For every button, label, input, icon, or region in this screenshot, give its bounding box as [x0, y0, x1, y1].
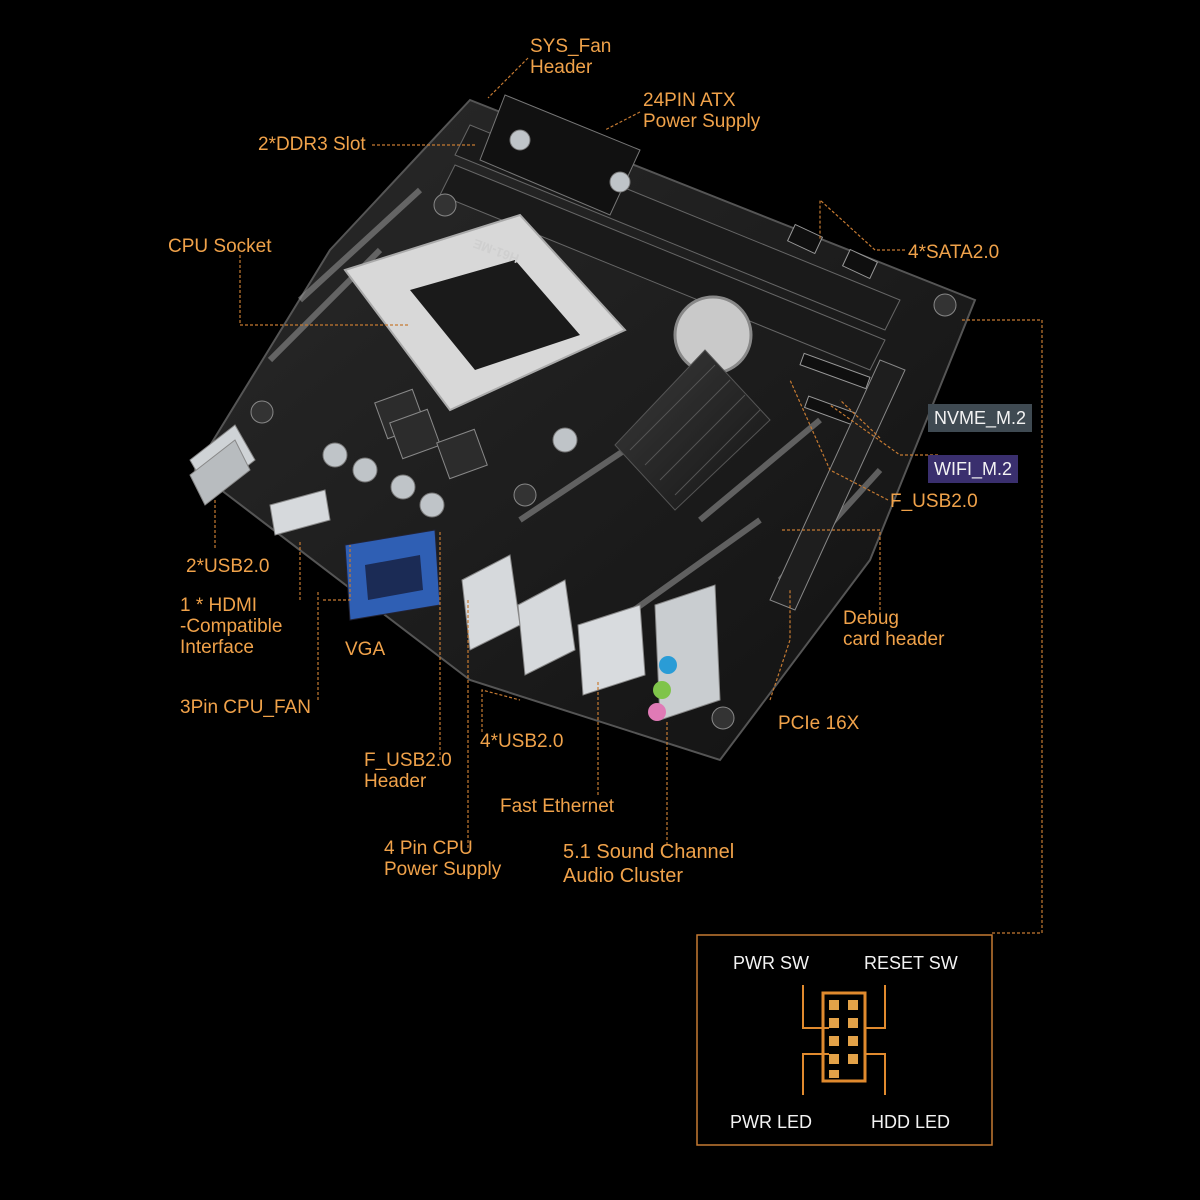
label-nvme: NVME_M.2	[928, 404, 1033, 432]
rear-hdmi	[269, 489, 331, 536]
label-sata: 4*SATA2.0	[908, 242, 1000, 263]
fp-hdd-led: HDD LED	[871, 1112, 951, 1132]
capacitors	[322, 129, 631, 518]
rear-usb-left	[189, 424, 256, 506]
label-ethernet: Fast Ethernet	[500, 796, 615, 817]
label-cpu-socket: CPU Socket	[168, 236, 272, 257]
leader-lines	[214, 57, 1043, 934]
label-sys-fan: SYS_Fan Header	[530, 36, 612, 78]
label-vga: VGA	[345, 639, 386, 660]
sata-ports	[786, 223, 879, 280]
front-panel-wires	[802, 985, 886, 1095]
front-panel-header	[821, 991, 867, 1083]
label-cpu-power: 4 Pin CPU Power Supply	[384, 838, 502, 880]
label-audio: 5.1 Sound Channel Audio Cluster	[563, 841, 735, 887]
label-pcie: PCIe 16X	[778, 713, 860, 734]
label-cpu-fan: 3Pin CPU_FAN	[180, 697, 311, 718]
rear-ethernet	[577, 604, 646, 696]
rear-audio	[648, 584, 721, 721]
label-atx24: 24PIN ATX Power Supply	[643, 90, 761, 132]
label-f-usb-right: F_USB2.0	[890, 491, 978, 512]
fp-pwr-sw: PWR SW	[733, 953, 809, 973]
label-ddr3: 2*DDR3 Slot	[258, 134, 366, 155]
label-f-usb-header: F_USB2.0 Header	[364, 750, 452, 792]
mount-holes	[250, 193, 957, 730]
label-usb4: 4*USB2.0	[480, 731, 564, 752]
rear-usb-stacks	[461, 554, 576, 676]
chipset-heatsink	[614, 349, 771, 511]
pcie-slot	[769, 359, 906, 611]
label-debug: Debug card header	[843, 608, 945, 650]
label-wifi: WIFI_M.2	[928, 455, 1019, 483]
fp-reset-sw: RESET SW	[864, 953, 958, 973]
fp-pwr-led: PWR LED	[730, 1112, 813, 1132]
label-usb2-left: 2*USB2.0	[186, 556, 270, 577]
atx24-connector	[479, 94, 641, 216]
vrm-chokes	[374, 388, 488, 480]
cpu-socket	[343, 213, 627, 412]
label-hdmi: 1 * HDMI -Compatible Interface	[180, 595, 283, 658]
front-panel-box	[696, 934, 993, 1146]
rear-vga	[344, 529, 441, 621]
